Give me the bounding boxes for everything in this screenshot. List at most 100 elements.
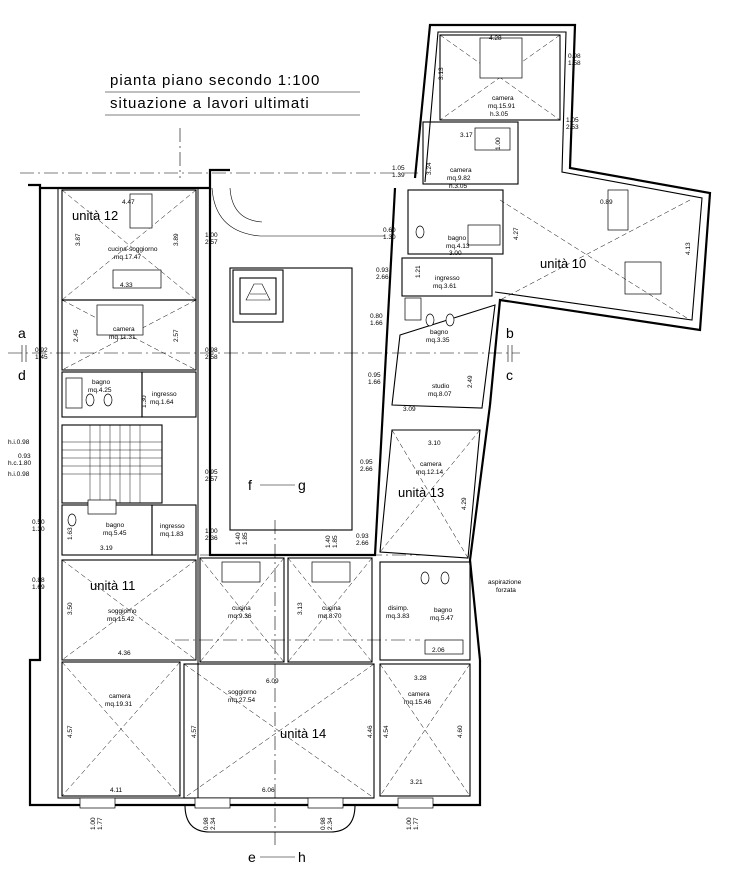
- svg-text:mq.8.07: mq.8.07: [428, 391, 452, 398]
- svg-text:1.40: 1.40: [325, 535, 332, 548]
- room-diagonal: [183, 663, 375, 799]
- svg-text:bagno: bagno: [106, 522, 124, 529]
- svg-text:0.93: 0.93: [356, 533, 369, 540]
- svg-text:4.13: 4.13: [685, 242, 692, 255]
- room-diagonal: [391, 429, 469, 559]
- svg-text:mq.9.82: mq.9.82: [447, 175, 471, 182]
- svg-text:h.3.05: h.3.05: [449, 183, 467, 190]
- svg-text:mq.9.36: mq.9.36: [228, 613, 252, 620]
- curved-wall: [229, 187, 263, 223]
- svg-text:4.11: 4.11: [110, 787, 123, 794]
- bed-icon: [474, 127, 511, 151]
- room-bagno-413: [407, 189, 504, 255]
- svg-text:1.66: 1.66: [368, 379, 381, 386]
- room-label-disimp-383: disimp. mq.3.83: [386, 605, 410, 620]
- unit-label-12: unità 12: [72, 208, 118, 223]
- room-diagonal: [61, 661, 181, 797]
- svg-text:4.60: 4.60: [457, 725, 464, 738]
- svg-text:3.10: 3.10: [428, 440, 441, 447]
- bathtub-icon: [424, 639, 464, 655]
- svg-text:0.80: 0.80: [370, 313, 383, 320]
- room-label-cucina-870: cucina mq.8.70: [318, 605, 342, 620]
- svg-text:1.40: 1.40: [235, 532, 242, 545]
- section-label-h: h: [298, 849, 306, 865]
- svg-text:3.17: 3.17: [460, 132, 473, 139]
- svg-text:mq.3.35: mq.3.35: [426, 337, 450, 344]
- toilet-icon: [85, 393, 95, 407]
- room-label-bagno-413: bagno mq.4.13 3.00: [446, 235, 470, 257]
- svg-text:1.85: 1.85: [332, 535, 339, 548]
- svg-text:3.28: 3.28: [414, 675, 427, 682]
- svg-text:bagno: bagno: [434, 607, 452, 614]
- svg-text:2.36: 2.36: [205, 535, 218, 542]
- svg-text:2.58: 2.58: [205, 354, 218, 361]
- outer-wall-right: [468, 404, 492, 661]
- svg-text:soggiorno: soggiorno: [228, 689, 257, 696]
- svg-text:1.00: 1.00: [406, 817, 413, 830]
- room-diagonal: [61, 189, 197, 301]
- svg-text:h.i.0.98: h.i.0.98: [8, 439, 30, 446]
- svg-text:mq.12.14: mq.12.14: [416, 469, 443, 476]
- section-label-f: f: [248, 477, 252, 493]
- section-label-c: c: [506, 367, 513, 383]
- room-label-studio-807: studio mq.8.07: [428, 383, 452, 398]
- svg-text:1.85: 1.85: [242, 532, 249, 545]
- toilet-icon: [420, 571, 430, 585]
- svg-text:mq.15.91: mq.15.91: [488, 103, 515, 110]
- window: [397, 797, 434, 809]
- window: [194, 797, 231, 809]
- svg-text:4.28: 4.28: [489, 35, 502, 42]
- svg-text:2.66: 2.66: [376, 274, 389, 281]
- svg-text:3.89: 3.89: [173, 233, 180, 246]
- svg-text:h.c.1.80: h.c.1.80: [8, 460, 32, 467]
- room-camera-1546: [379, 663, 471, 797]
- svg-text:0.93: 0.93: [18, 453, 31, 460]
- room-diagonal: [499, 199, 691, 301]
- room-label-bagno-335: bagno mq.3.35: [426, 329, 450, 344]
- svg-text:2.49: 2.49: [467, 375, 474, 388]
- svg-text:bagno: bagno: [92, 379, 110, 386]
- svg-text:1.05: 1.05: [392, 165, 405, 172]
- balcony: [184, 804, 356, 833]
- room-diagonal: [61, 559, 197, 661]
- svg-text:0.88: 0.88: [32, 577, 45, 584]
- section-label-e: e: [248, 849, 256, 865]
- svg-text:soggiorno: soggiorno: [108, 608, 137, 615]
- room-label-ingresso-183: ingresso mq.1.83: [160, 523, 185, 538]
- room-label-cucina-soggiorno: cucina-soggiorno mq.17.47: [108, 246, 158, 261]
- svg-text:ingresso: ingresso: [152, 391, 177, 398]
- svg-text:6.09: 6.09: [266, 678, 279, 685]
- svg-text:mq.3.83: mq.3.83: [386, 613, 410, 620]
- svg-text:3.24: 3.24: [426, 162, 433, 175]
- room-ingresso-164: [141, 371, 197, 418]
- unit-label-11: unità 11: [90, 578, 135, 593]
- svg-text:mq.4.13: mq.4.13: [446, 243, 470, 250]
- svg-text:camera: camera: [109, 693, 131, 700]
- room-cucina-936: [199, 557, 285, 663]
- svg-text:mq.5.47: mq.5.47: [430, 615, 454, 622]
- bidet-icon: [440, 571, 450, 585]
- svg-text:4.57: 4.57: [67, 725, 74, 738]
- inner-wall-left: [57, 187, 199, 799]
- svg-text:2.66: 2.66: [356, 540, 369, 547]
- svg-text:0.98: 0.98: [205, 347, 218, 354]
- sofa-icon: [607, 189, 629, 231]
- svg-text:mq.1.64: mq.1.64: [150, 399, 174, 406]
- bidet-icon: [445, 313, 455, 327]
- room-label-bagno-547: bagno mq.5.47: [430, 607, 454, 622]
- room-label-soggiorno-1542: soggiorno mq.15.42: [107, 608, 137, 623]
- svg-text:mq.4.25: mq.4.25: [88, 387, 112, 394]
- svg-text:3.13: 3.13: [438, 67, 445, 80]
- room-label-camera-982: camera mq.9.82 h.3.05: [447, 167, 472, 190]
- svg-text:1.69: 1.69: [32, 584, 45, 591]
- plan-title-line1: pianta piano secondo 1:100: [110, 72, 320, 89]
- svg-text:aspirazione: aspirazione: [488, 579, 522, 586]
- toilet-icon: [415, 225, 425, 239]
- svg-text:ingresso: ingresso: [160, 523, 185, 530]
- svg-text:0.92: 0.92: [35, 347, 48, 354]
- lightwell: [229, 267, 353, 531]
- unit-label-14: unità 14: [280, 726, 326, 741]
- note-aspirazione: aspirazione forzata: [488, 579, 522, 594]
- svg-text:0.95: 0.95: [368, 372, 381, 379]
- section-marker-right: [507, 345, 513, 362]
